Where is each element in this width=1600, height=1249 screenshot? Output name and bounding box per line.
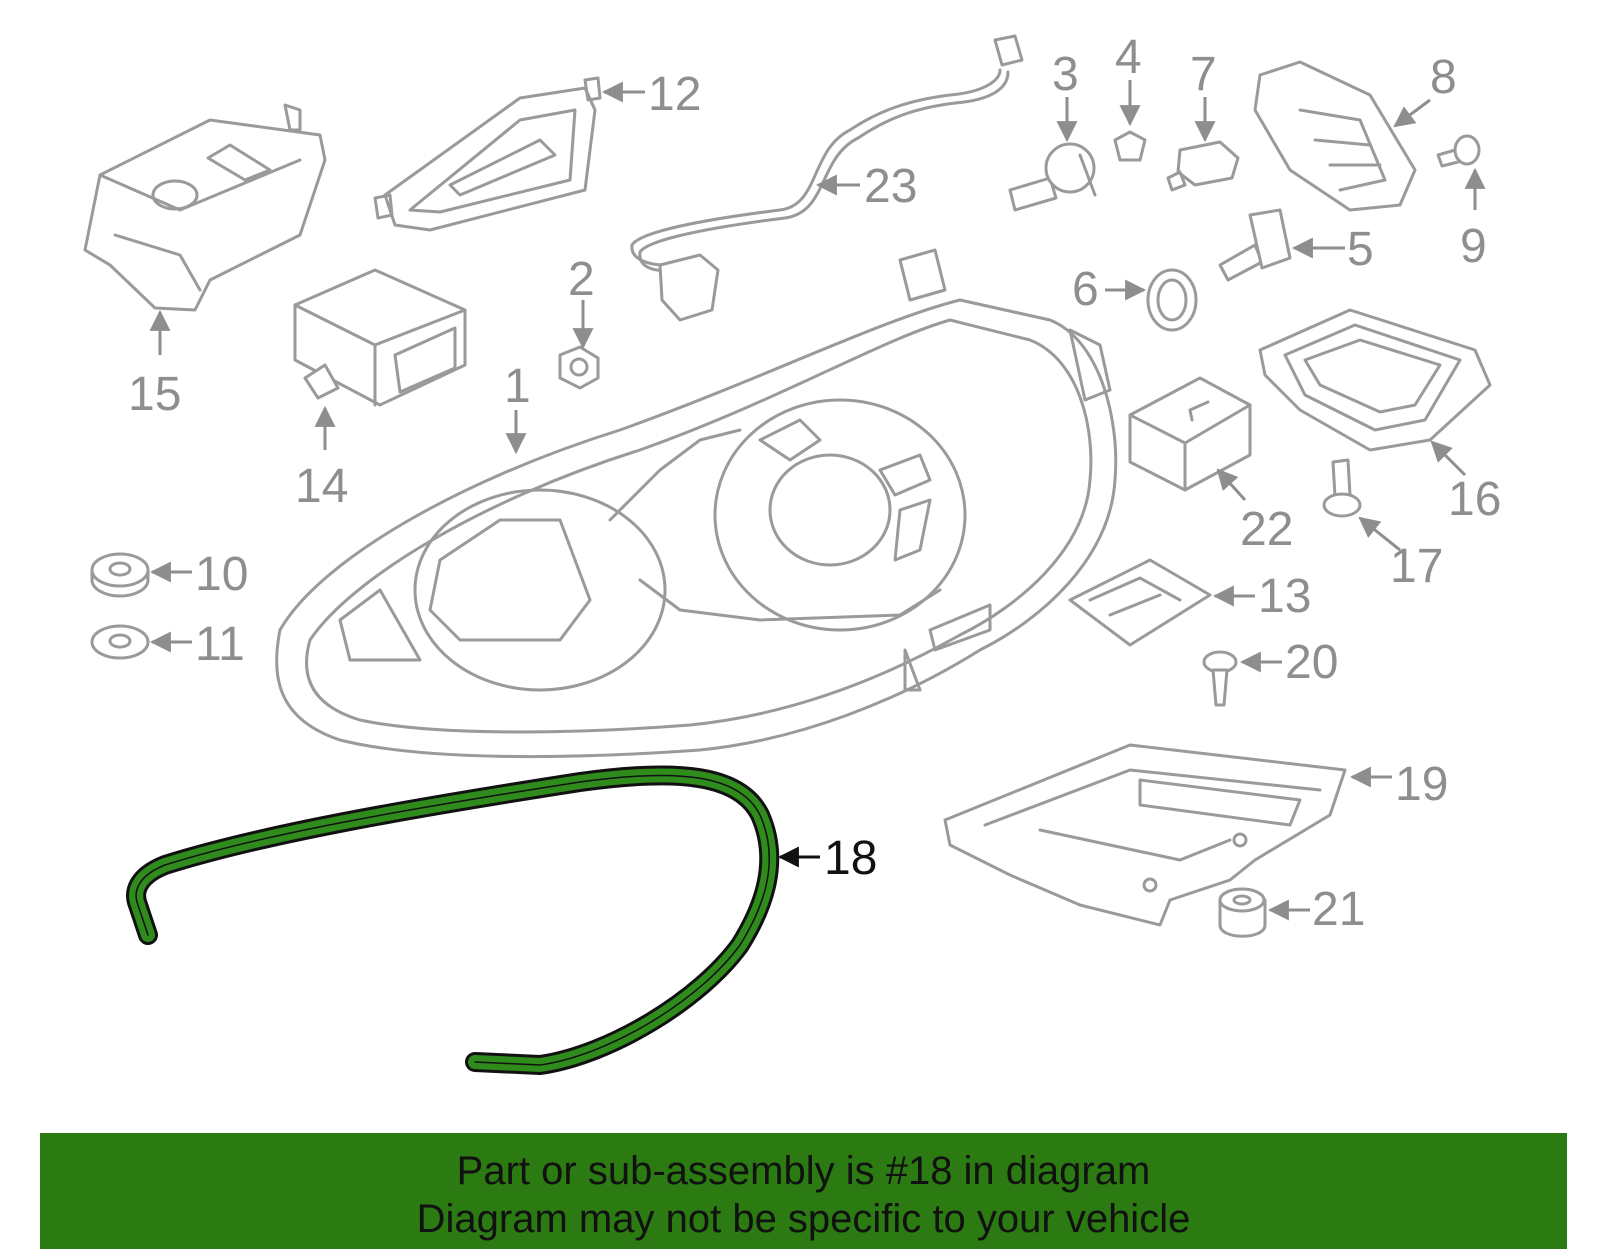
part-5-bulb <box>1218 208 1292 282</box>
callout-7: 7 <box>1190 48 1217 101</box>
callout-arrows <box>149 80 1486 921</box>
callout-14: 14 <box>295 460 348 513</box>
banner-line-2: Diagram may not be specific to your vehi… <box>416 1197 1191 1241</box>
part-2-nut <box>558 345 600 390</box>
callout-11: 11 <box>195 618 245 671</box>
part-10-washer <box>90 552 150 598</box>
part-8-cover <box>1253 60 1417 212</box>
part-7-actuator <box>1166 140 1240 192</box>
part-3-bulb <box>1008 142 1097 212</box>
callout-13: 13 <box>1258 570 1311 623</box>
callout-20: 20 <box>1285 636 1338 689</box>
part-4-bulb <box>1113 130 1147 162</box>
part-16-frame <box>1258 308 1492 452</box>
callout-2: 2 <box>568 253 595 306</box>
callout-15: 15 <box>128 368 181 421</box>
callout-5: 5 <box>1347 223 1374 276</box>
callout-18: 18 <box>824 832 877 885</box>
callout-23: 23 <box>864 160 917 213</box>
part-11-washer <box>90 624 150 660</box>
part-13-plate <box>1068 558 1212 647</box>
part-23-wiring-harness <box>630 34 1024 322</box>
callout-12: 12 <box>648 68 701 121</box>
part-1-headlamp-assembly <box>275 248 1118 759</box>
banner-line-1: Part or sub-assembly is #18 in diagram <box>456 1149 1151 1193</box>
part-15-bracket-housing <box>83 103 327 312</box>
callout-10: 10 <box>195 548 248 601</box>
info-banner: Part or sub-assembly is #18 in diagram D… <box>40 1133 1567 1249</box>
callout-4: 4 <box>1115 31 1142 84</box>
part-12-bracket <box>373 76 602 232</box>
part-18-seal <box>126 765 780 1075</box>
callout-6: 6 <box>1072 263 1099 316</box>
callout-3: 3 <box>1052 48 1079 101</box>
callout-19: 19 <box>1395 758 1448 811</box>
callout-17: 17 <box>1390 540 1443 593</box>
callout-8: 8 <box>1430 51 1457 104</box>
part-20-screw <box>1202 650 1238 707</box>
part-21-grommet <box>1218 887 1267 938</box>
callout-labels: 1 2 3 4 5 6 7 8 9 10 11 12 13 14 15 16 1… <box>128 31 1501 936</box>
callout-22: 22 <box>1240 503 1293 556</box>
part-17-bolt <box>1322 458 1362 518</box>
part-22-module <box>1128 376 1252 492</box>
part-14-control-module <box>293 268 467 407</box>
callout-1: 1 <box>504 360 531 413</box>
callout-21: 21 <box>1312 883 1365 936</box>
callout-9: 9 <box>1460 220 1487 273</box>
callout-16: 16 <box>1448 473 1501 526</box>
part-19-carrier-plate <box>943 743 1347 927</box>
part-6-socket <box>1146 268 1198 332</box>
part-9-screw <box>1436 134 1481 168</box>
